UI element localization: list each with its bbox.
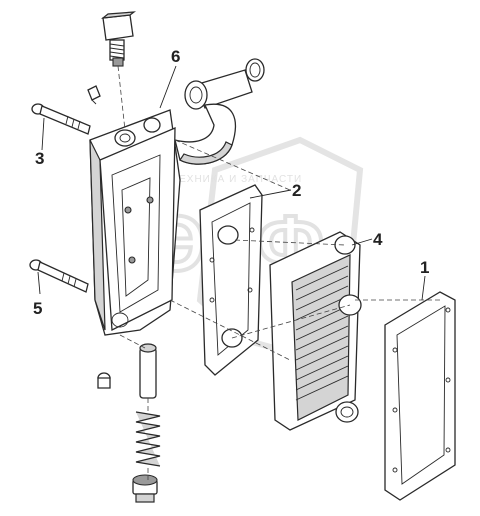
callout-1: 1 <box>420 258 429 277</box>
gasket-2 <box>199 184 263 376</box>
callout-5: 5 <box>33 299 42 318</box>
callout-3: 3 <box>35 149 44 168</box>
callout-4: 4 <box>373 230 383 249</box>
pipe-elbow <box>174 58 265 165</box>
bolt-top <box>101 11 137 67</box>
callout-group-4: 4 <box>351 230 383 249</box>
callout-group-3: 3 <box>35 117 44 168</box>
callout-group-5: 5 <box>33 271 42 318</box>
spring <box>135 411 161 467</box>
assembly-lines <box>117 65 440 480</box>
valve-stack <box>97 343 161 503</box>
bolt-left-5 <box>29 259 89 293</box>
callout-group-1: 1 <box>420 258 429 301</box>
main-housing <box>89 109 181 336</box>
bolt-left-3 <box>31 103 91 135</box>
oil-cooler-core <box>269 231 362 431</box>
callout-group-6: 6 <box>159 47 180 109</box>
callout-2: 2 <box>292 181 301 200</box>
gasket-1 <box>384 291 456 501</box>
small-fitting <box>87 85 101 105</box>
watermark-text: ТЕХНИКА И ЗАПЧАСТИ <box>172 174 302 185</box>
callout-6: 6 <box>171 47 180 66</box>
callout-group-2: 2 <box>249 181 301 200</box>
